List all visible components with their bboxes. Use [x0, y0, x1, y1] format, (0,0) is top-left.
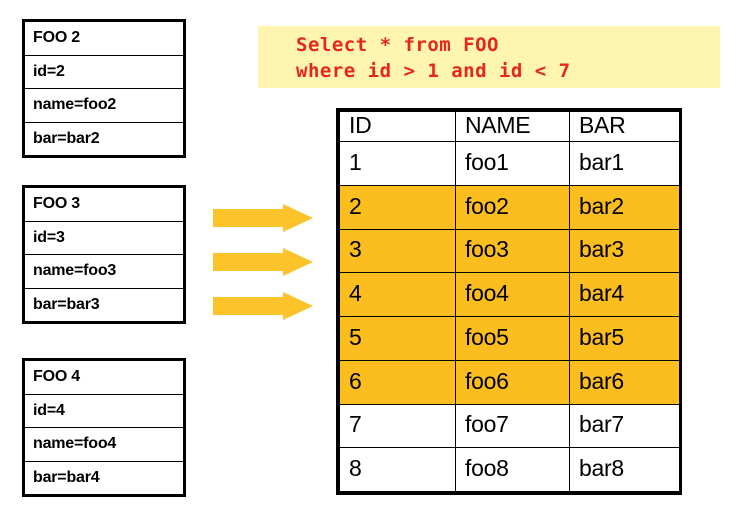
cell-id: 8: [339, 447, 456, 492]
cell-bar: bar5: [569, 316, 680, 361]
table-row: 8 foo8 bar8: [339, 447, 680, 492]
cell-id: 2: [339, 184, 456, 230]
cell-id: 7: [339, 403, 456, 449]
entity-title: FOO 4: [25, 361, 183, 395]
right-arrow-icon: [213, 204, 313, 232]
entity-field-id: id=3: [25, 222, 183, 255]
cell-name: foo8: [455, 447, 570, 492]
column-header-name: NAME: [455, 111, 570, 142]
table-row: 6 foo6 bar6: [339, 359, 680, 405]
cell-name: foo2: [455, 184, 570, 230]
cell-name: foo4: [455, 272, 570, 317]
sql-query-line-1: Select * from FOO: [296, 34, 499, 56]
cell-id: 3: [339, 228, 456, 274]
cell-id: 5: [339, 316, 456, 361]
entity-box-foo2: FOO 2 id=2 name=foo2 bar=bar2: [22, 19, 186, 158]
table-row: 5 foo5 bar5: [339, 316, 680, 361]
cell-name: foo5: [455, 316, 570, 361]
entity-field-id: id=4: [25, 395, 183, 428]
table-header-row: ID NAME BAR: [339, 111, 680, 142]
cell-bar: bar4: [569, 272, 680, 317]
entity-box-foo3: FOO 3 id=3 name=foo3 bar=bar3: [22, 185, 186, 324]
cell-name: foo3: [455, 228, 570, 274]
table-row: 3 foo3 bar3: [339, 228, 680, 274]
entity-title: FOO 3: [25, 188, 183, 222]
cell-name: foo6: [455, 359, 570, 405]
entity-field-bar: bar=bar4: [33, 468, 100, 486]
table-row: 2 foo2 bar2: [339, 184, 680, 230]
cell-bar: bar2: [569, 184, 680, 230]
column-header-bar: BAR: [569, 111, 680, 142]
right-arrow-icon: [213, 248, 313, 276]
cell-bar: bar8: [569, 447, 680, 492]
right-arrow-icon: [213, 292, 313, 320]
entity-field-name: name=foo4: [25, 428, 183, 462]
cell-name: foo7: [455, 403, 570, 449]
entity-field-bar: bar=bar3: [33, 295, 100, 313]
cell-name: foo1: [455, 141, 570, 186]
table-row: 1 foo1 bar1: [339, 141, 680, 186]
entity-box-foo4: FOO 4 id=4 name=foo4 bar=bar4: [22, 358, 186, 497]
entity-title: FOO 2: [25, 22, 183, 56]
cell-id: 1: [339, 141, 456, 186]
cell-bar: bar3: [569, 228, 680, 274]
entity-field-name: name=foo3: [25, 255, 183, 289]
cell-bar: bar7: [569, 403, 680, 449]
column-header-id: ID: [339, 111, 456, 142]
cell-id: 6: [339, 359, 456, 405]
sql-query-panel: Select * from FOO where id > 1 and id < …: [258, 26, 720, 88]
result-table: ID NAME BAR 1 foo1 bar1 2 foo2 bar2 3 fo…: [336, 108, 682, 495]
entity-field-id: id=2: [25, 56, 183, 89]
entity-field-bar: bar=bar2: [33, 129, 100, 147]
entity-field-name: name=foo2: [25, 89, 183, 123]
table-row: 4 foo4 bar4: [339, 272, 680, 317]
table-row: 7 foo7 bar7: [339, 403, 680, 449]
cell-bar: bar6: [569, 359, 680, 405]
cell-id: 4: [339, 272, 456, 317]
sql-query-line-2: where id > 1 and id < 7: [296, 60, 571, 82]
cell-bar: bar1: [569, 141, 680, 186]
